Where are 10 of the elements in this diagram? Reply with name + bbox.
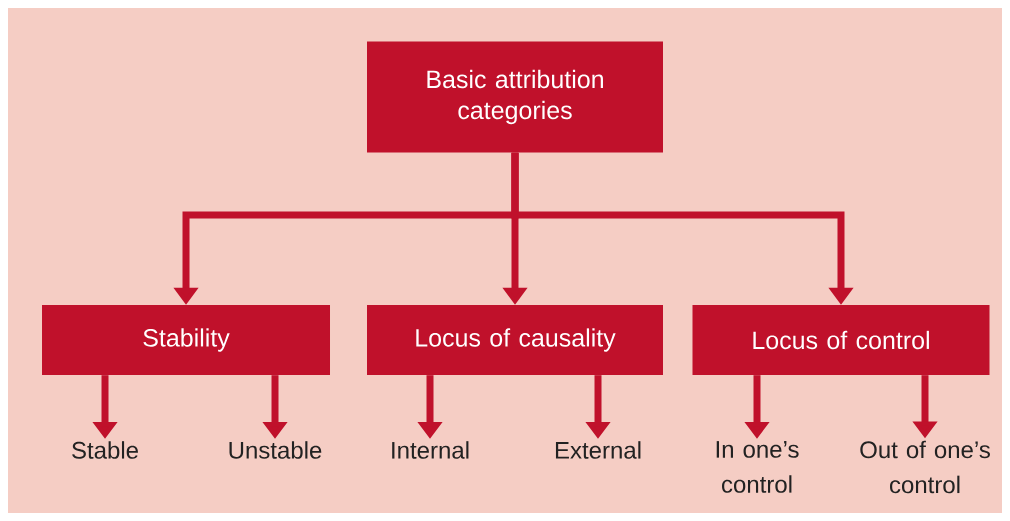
category-box: Basic attribution categories — [367, 41, 663, 153]
outcome-label: External — [555, 441, 641, 459]
outcome-label: In one’s control — [716, 441, 799, 493]
outcome-label: Stable — [72, 441, 138, 459]
outcome-label: Internal — [392, 441, 469, 459]
category-box: Locus of causality — [367, 305, 663, 375]
outcome-label: Unstable — [229, 441, 322, 459]
outcome-label: Out of one’s control — [860, 440, 990, 494]
category-box: Locus of control — [692, 305, 990, 375]
category-box: Stability — [42, 305, 330, 375]
